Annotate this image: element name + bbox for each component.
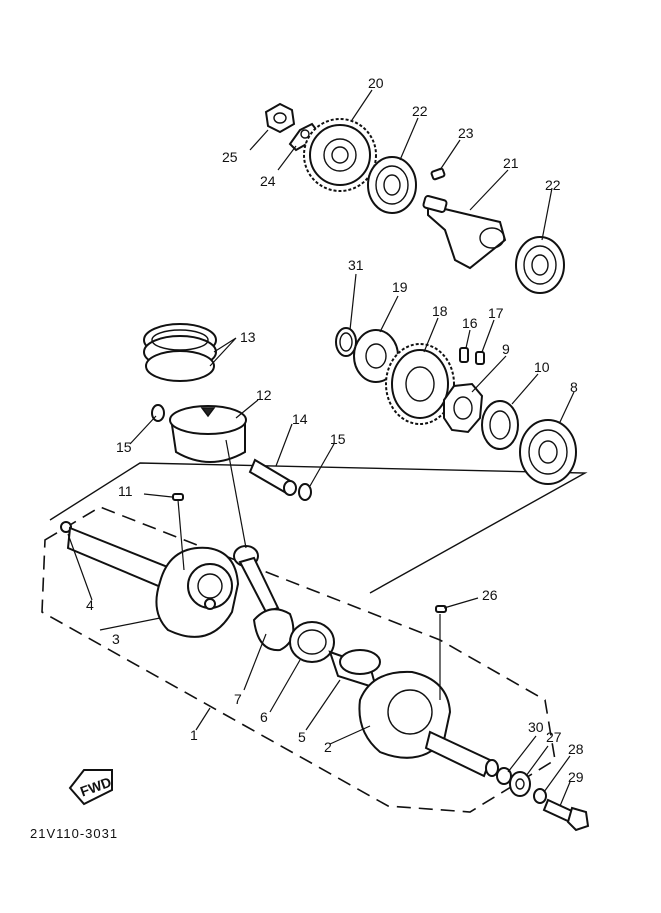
callout-14: 14: [292, 411, 308, 427]
callout-23: 23: [458, 125, 474, 141]
piston-pin-14: [248, 458, 297, 496]
lock-washer-28: [533, 788, 547, 804]
callout-11: 11: [118, 483, 133, 499]
callout-7: 7: [234, 691, 242, 707]
callout-31: 31: [348, 257, 364, 273]
pin-17: [475, 351, 485, 365]
callout-3: 3: [112, 631, 120, 647]
gear-hub-9: [443, 382, 484, 434]
callout-19: 19: [392, 279, 408, 295]
callout-18: 18: [432, 303, 448, 319]
callout-13: 13: [240, 329, 256, 345]
piston-rings-13: [143, 323, 217, 382]
callout-29: 29: [568, 769, 584, 785]
callout-15-right: 15: [330, 431, 346, 447]
callout-9: 9: [502, 341, 510, 357]
washer-30: [496, 767, 512, 785]
washer-10: [481, 400, 519, 450]
crankshaft-right-2: [358, 670, 499, 778]
primary-drive-gear-18: [385, 343, 455, 425]
assembly-outline-solid: [49, 462, 588, 594]
callout-22-top: 22: [412, 103, 428, 119]
callout-2: 2: [324, 739, 332, 755]
callout-30: 30: [528, 719, 544, 735]
callout-16: 16: [462, 315, 478, 331]
balancer-drive-gear-20: [303, 118, 377, 192]
callout-1: 1: [190, 727, 198, 743]
callout-6: 6: [260, 709, 268, 725]
callouts: 20 22 25 24 23 21 22 31 19 18 16 17 9 10…: [86, 75, 584, 785]
circlip-31: [335, 327, 357, 357]
plate-19: [353, 329, 399, 383]
callout-27: 27: [546, 729, 562, 745]
nut-25: [264, 102, 296, 134]
spring-16: [459, 347, 469, 363]
bolt-29: [542, 798, 590, 832]
bearing-22-top: [367, 156, 417, 214]
callout-10: 10: [534, 359, 550, 375]
callout-22-right: 22: [545, 177, 561, 193]
callout-20: 20: [368, 75, 384, 91]
callout-4: 4: [86, 597, 94, 613]
washer-27: [509, 771, 531, 797]
balancer-shaft-21: [422, 195, 507, 270]
callout-24: 24: [260, 173, 276, 189]
callout-17: 17: [488, 305, 504, 321]
circlip-15-right: [298, 483, 312, 501]
callout-8: 8: [570, 379, 578, 395]
key-11: [172, 493, 184, 501]
leader-lines: [67, 89, 575, 807]
callout-21: 21: [503, 155, 519, 171]
connecting-rod-7: [233, 545, 295, 652]
bearing-22-right: [515, 236, 565, 294]
key-26: [435, 605, 447, 613]
callout-5: 5: [298, 729, 306, 745]
callout-25: 25: [222, 149, 238, 165]
crankshaft-left-3: [66, 526, 240, 638]
callout-15-left: 15: [116, 439, 132, 455]
bearing-6: [289, 621, 335, 663]
bearing-4: [60, 521, 72, 533]
callout-12: 12: [256, 387, 272, 403]
callout-28: 28: [568, 741, 584, 757]
piston-12: [169, 405, 247, 463]
crank-pin-5: [328, 649, 381, 690]
bearing-8: [519, 419, 577, 485]
callout-26: 26: [482, 587, 498, 603]
drawing-code: 21V110-3031: [30, 826, 119, 841]
fwd-arrow-icon: FWD: [68, 769, 113, 806]
key-23: [430, 167, 446, 181]
